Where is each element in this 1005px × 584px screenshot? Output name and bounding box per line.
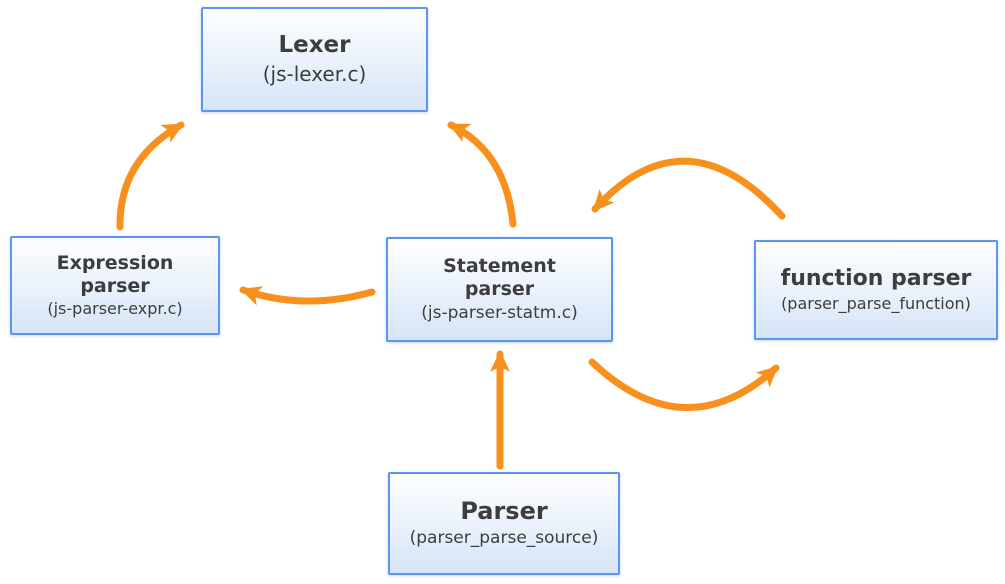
node-parser-subtitle: (parser_parse_source)	[409, 528, 599, 549]
node-parser: Parser (parser_parse_source)	[388, 472, 620, 575]
node-expression-parser-subtitle: (js-parser-expr.c)	[47, 299, 183, 319]
node-parser-title: Parser	[460, 497, 548, 526]
node-statement-parser-title: Statement parser	[443, 255, 556, 300]
node-expression-parser-title: Expression parser	[56, 251, 174, 297]
node-function-parser-subtitle: (parser_parse_function)	[781, 294, 971, 314]
arrow-statement-parser-to-expression-parser	[239, 286, 376, 306]
arrow-expression-parser-to-lexer	[116, 121, 185, 231]
node-function-parser: function parser (parser_parse_function)	[754, 240, 998, 340]
node-lexer-title: Lexer	[278, 32, 351, 59]
node-statement-parser-subtitle: (js-parser-statm.c)	[421, 302, 578, 323]
arrow-statement-parser-to-lexer	[447, 121, 517, 228]
node-lexer: Lexer (js-lexer.c)	[201, 7, 428, 112]
arrow-function-parser-to-statement-parser	[591, 157, 786, 220]
node-lexer-subtitle: (js-lexer.c)	[262, 61, 367, 86]
node-expression-parser: Expression parser (js-parser-expr.c)	[10, 236, 220, 335]
node-statement-parser: Statement parser (js-parser-statm.c)	[386, 237, 613, 342]
arrow-statement-parser-to-function-parser	[588, 358, 780, 411]
node-function-parser-title: function parser	[780, 265, 972, 291]
